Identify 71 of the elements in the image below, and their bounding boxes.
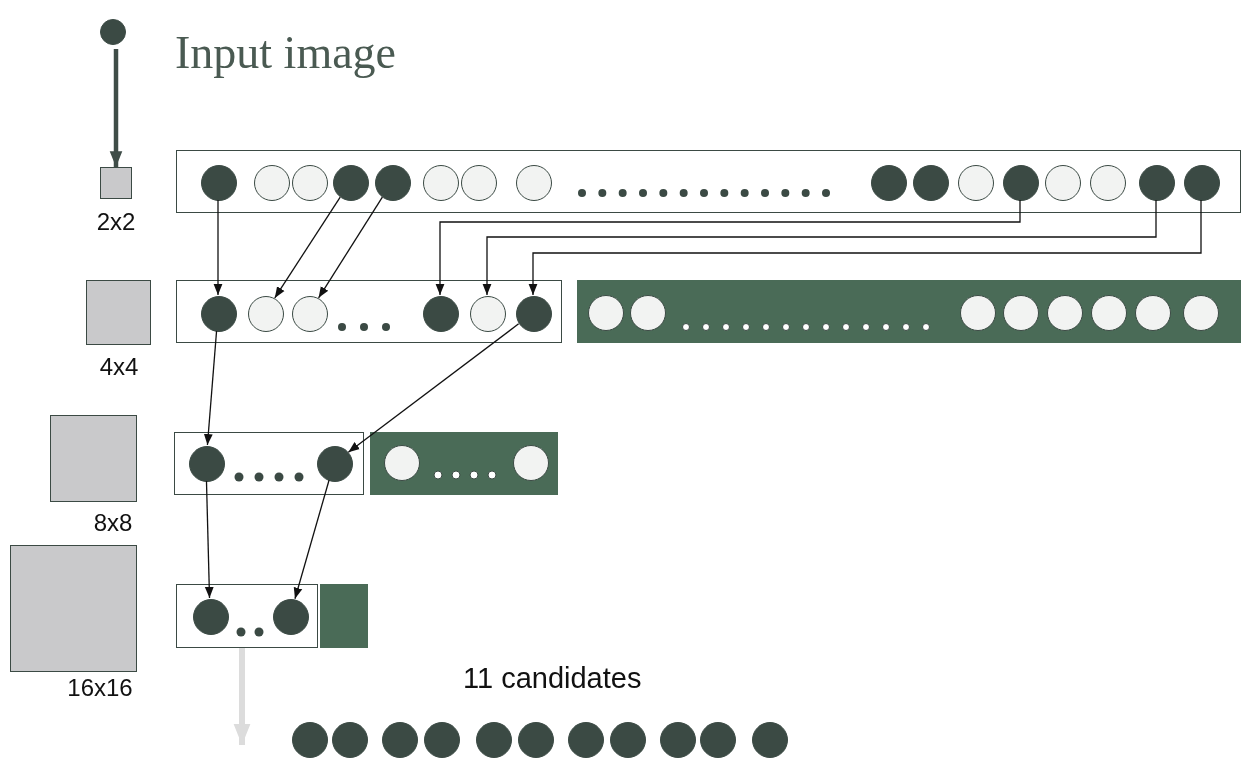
row-box xyxy=(176,584,318,648)
filled-circle xyxy=(317,446,353,482)
empty-circle xyxy=(630,295,666,331)
empty-circle xyxy=(292,165,328,201)
size-label: 4x4 xyxy=(99,353,139,381)
filled-circle xyxy=(423,296,459,332)
arrow xyxy=(109,49,123,167)
arrow xyxy=(435,199,1021,296)
filled-circle xyxy=(610,722,646,758)
filled-circle xyxy=(871,165,907,201)
empty-circle xyxy=(1183,295,1219,331)
filled-circle xyxy=(1003,165,1039,201)
filled-circle xyxy=(100,19,126,45)
filled-circle xyxy=(1184,165,1220,201)
arrow xyxy=(204,480,214,599)
empty-circle xyxy=(513,445,549,481)
arrow xyxy=(293,479,330,600)
empty-circle xyxy=(958,165,994,201)
filled-circle xyxy=(476,722,512,758)
row-box xyxy=(176,150,1241,213)
empty-circle xyxy=(292,296,328,332)
caption-text: 11 candidates xyxy=(463,662,642,695)
empty-circle xyxy=(1135,295,1171,331)
filled-circle xyxy=(201,296,237,332)
filled-circle xyxy=(273,599,309,635)
filled-circle xyxy=(375,165,411,201)
filled-circle xyxy=(193,599,229,635)
empty-circle xyxy=(1091,295,1127,331)
filled-circle xyxy=(516,296,552,332)
empty-circle xyxy=(470,296,506,332)
band xyxy=(370,432,558,495)
filled-circle xyxy=(201,165,237,201)
row-box xyxy=(174,432,364,495)
empty-circle xyxy=(516,165,552,201)
row-box xyxy=(176,280,562,343)
filled-circle xyxy=(568,722,604,758)
empty-circle xyxy=(588,295,624,331)
band xyxy=(320,584,368,648)
size-label: 16x16 xyxy=(67,674,133,702)
empty-circle xyxy=(384,445,420,481)
filled-circle xyxy=(518,722,554,758)
filled-circle xyxy=(752,722,788,758)
filled-circle xyxy=(913,165,949,201)
input-label: Input image xyxy=(175,30,396,76)
filled-circle xyxy=(1139,165,1175,201)
empty-circle xyxy=(248,296,284,332)
empty-circle xyxy=(461,165,497,201)
size-label: 2x2 xyxy=(96,208,136,236)
arrow xyxy=(347,323,520,453)
empty-circle xyxy=(1090,165,1126,201)
filled-circle xyxy=(189,446,225,482)
filled-circle xyxy=(333,165,369,201)
empty-circle xyxy=(1045,165,1081,201)
size-label: 8x8 xyxy=(93,509,133,537)
empty-circle xyxy=(1047,295,1083,331)
filled-circle xyxy=(424,722,460,758)
band xyxy=(577,280,1241,343)
arrow xyxy=(213,199,223,296)
empty-circle xyxy=(960,295,996,331)
filled-circle xyxy=(382,722,418,758)
arrow xyxy=(233,648,251,745)
empty-circle xyxy=(1003,295,1039,331)
filled-circle xyxy=(292,722,328,758)
filled-circle xyxy=(700,722,736,758)
arrow xyxy=(274,196,341,299)
arrow xyxy=(318,196,383,299)
filled-circle xyxy=(660,722,696,758)
arrow xyxy=(203,330,218,446)
filled-circle xyxy=(332,722,368,758)
empty-circle xyxy=(254,165,290,201)
empty-circle xyxy=(423,165,459,201)
